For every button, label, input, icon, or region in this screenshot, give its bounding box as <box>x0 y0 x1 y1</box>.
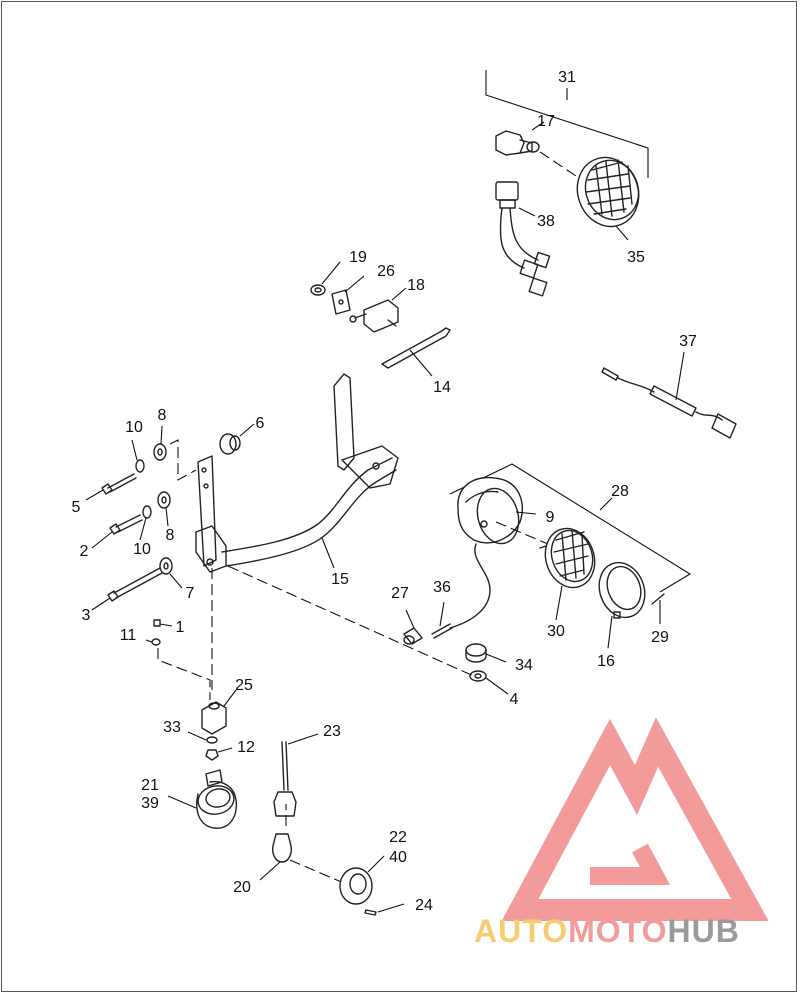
callout-2: 2 <box>80 543 89 560</box>
bulb-20 <box>259 833 292 881</box>
callout-9: 9 <box>546 509 555 526</box>
axis-line-lens <box>289 859 347 885</box>
callout-39: 39 <box>141 795 159 812</box>
washer-4 <box>469 670 509 695</box>
axis-line-bar <box>227 565 479 679</box>
screw-1 <box>153 619 173 627</box>
bolt-5 <box>85 473 137 501</box>
callout-15: 15 <box>331 571 349 588</box>
callout-34: 34 <box>515 657 533 674</box>
screw-24 <box>364 903 405 916</box>
bracket-line-31 <box>485 70 649 178</box>
callout-11: 11 <box>120 627 137 644</box>
plate-26 <box>331 275 365 315</box>
callout-33: 33 <box>163 719 181 736</box>
callout-27: 27 <box>391 585 409 602</box>
housing-21 <box>167 769 237 829</box>
callout-10: 10 <box>125 419 143 436</box>
callout-36: 36 <box>433 579 451 596</box>
callout-24: 24 <box>415 897 433 914</box>
bushing-34 <box>465 643 507 663</box>
bulb-17 <box>495 121 545 156</box>
callout-7: 7 <box>186 585 195 602</box>
callout-1: 1 <box>176 619 185 636</box>
callout-4: 4 <box>510 691 519 708</box>
callout-26: 26 <box>377 263 395 280</box>
axis-line-mount <box>157 648 211 700</box>
callout-17: 17 <box>537 113 555 130</box>
axis-line-bulb <box>539 151 586 183</box>
mount-25 <box>201 689 237 735</box>
callout-18: 18 <box>407 277 425 294</box>
watermark-text-moto: MOTO <box>568 913 667 949</box>
callout-22: 22 <box>389 829 407 846</box>
callout-21: 21 <box>141 777 159 794</box>
callout-38: 38 <box>537 213 555 230</box>
callout-3: 3 <box>82 607 91 624</box>
spacer-8a <box>153 425 167 461</box>
callout-35: 35 <box>627 249 645 266</box>
callout-37: 37 <box>679 333 697 350</box>
callout-28: 28 <box>611 483 629 500</box>
bolt-3 <box>91 567 163 611</box>
bolt-2 <box>91 514 143 549</box>
callout-25: 25 <box>235 677 253 694</box>
nut-19 <box>310 261 341 296</box>
callout-40: 40 <box>389 849 407 866</box>
callout-8: 8 <box>158 407 167 424</box>
spacer-7 <box>159 557 183 589</box>
washer-10a <box>131 439 145 473</box>
watermark-logo: AUTOMOTOHUB <box>474 717 769 949</box>
lamp-35 <box>576 156 640 241</box>
harness-37 <box>601 351 737 439</box>
callout-10: 10 <box>133 541 151 558</box>
callout-8: 8 <box>166 527 175 544</box>
lamp-30 <box>539 527 596 621</box>
bushing-6 <box>219 423 255 455</box>
callout-14: 14 <box>433 379 451 396</box>
callout-16: 16 <box>597 653 615 670</box>
callout-20: 20 <box>233 879 251 896</box>
screw-29 <box>651 593 665 624</box>
harness-38 <box>495 181 551 297</box>
svg-text:AUTOMOTOHUB: AUTOMOTOHUB <box>474 913 740 949</box>
callout-29: 29 <box>651 629 669 646</box>
housing-9 <box>449 476 537 629</box>
washer-11 <box>145 638 161 646</box>
axis-line-upper-bolt <box>169 439 197 481</box>
watermark-triangle-mark <box>501 717 769 921</box>
callout-19: 19 <box>349 249 367 266</box>
trim-ring-16 <box>598 561 646 649</box>
washer-33 <box>187 731 218 744</box>
cable-strap-14 <box>381 327 451 377</box>
watermark-text-auto: AUTO <box>474 913 568 949</box>
callout-6: 6 <box>256 415 265 432</box>
nut-12 <box>205 747 233 761</box>
watermark-text-hub: HUB <box>667 913 739 949</box>
callout-31: 31 <box>558 69 576 86</box>
grommet-27 <box>403 609 423 645</box>
axis-line-lamp <box>495 521 549 545</box>
callout-23: 23 <box>323 723 341 740</box>
lens-22 <box>339 855 385 905</box>
callout-30: 30 <box>547 623 565 640</box>
terminal-36 <box>431 601 453 639</box>
callout-5: 5 <box>72 499 81 516</box>
switch-18 <box>349 287 407 333</box>
light-bar-15 <box>195 373 399 573</box>
socket-23 <box>273 733 319 817</box>
washer-10b <box>139 505 152 541</box>
spacer-8b <box>157 491 171 527</box>
callout-12: 12 <box>237 739 255 756</box>
